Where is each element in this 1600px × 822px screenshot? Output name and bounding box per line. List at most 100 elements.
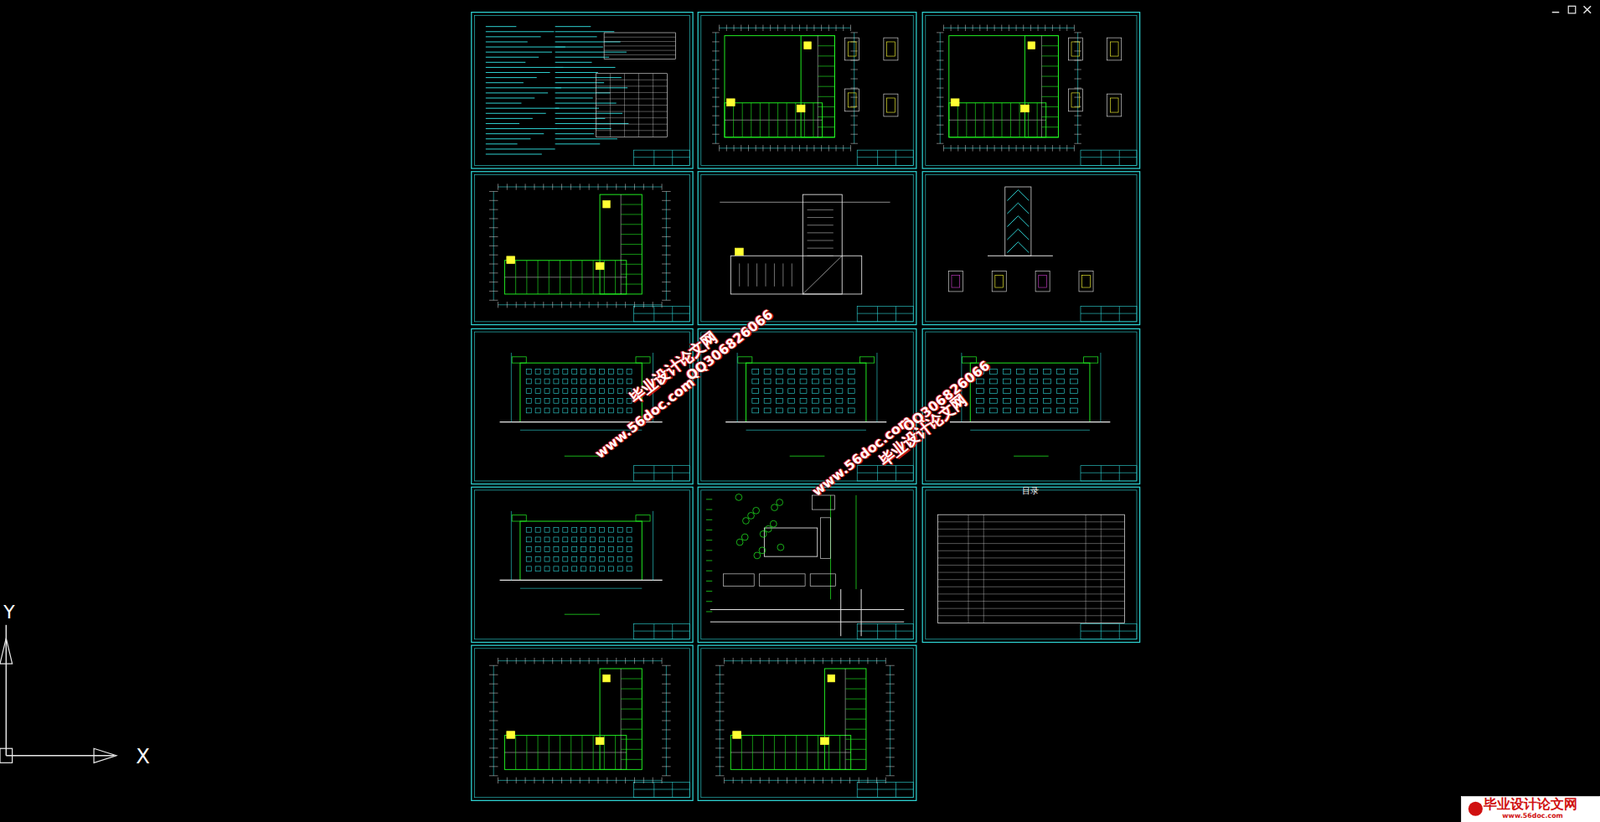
cad-line xyxy=(588,657,590,664)
cad-line xyxy=(748,25,749,31)
cad-line xyxy=(858,777,860,784)
cad-rect xyxy=(847,368,855,374)
cad-line xyxy=(661,711,671,713)
cad-line xyxy=(485,113,547,114)
cad-line xyxy=(485,128,558,130)
cad-line xyxy=(1584,5,1592,14)
cad-line xyxy=(979,25,981,31)
cad-line xyxy=(653,624,655,640)
cad-line xyxy=(885,720,894,722)
cad-rect xyxy=(990,397,998,403)
cad-rect xyxy=(887,98,896,113)
cad-line xyxy=(759,777,761,784)
cad-rect xyxy=(788,407,795,413)
cad-line xyxy=(850,97,857,99)
cad-line xyxy=(1044,25,1046,31)
cad-line xyxy=(570,657,572,664)
cad-line xyxy=(807,216,834,218)
cad-line xyxy=(485,138,532,140)
cad-line xyxy=(750,777,752,784)
cad-rect xyxy=(595,737,604,745)
cad-rect xyxy=(1082,274,1091,288)
cad-rect xyxy=(598,368,604,374)
cad-line xyxy=(1073,97,1081,99)
cad-line xyxy=(936,87,944,89)
cad-line xyxy=(489,299,499,301)
cad-line xyxy=(715,701,724,703)
cad-rect xyxy=(847,407,855,413)
cad-line xyxy=(485,87,562,88)
drawing-sheet xyxy=(922,12,1140,169)
cad-line xyxy=(802,255,842,295)
cad-line xyxy=(614,260,616,295)
cad-rect xyxy=(811,378,819,384)
cad-line xyxy=(769,777,770,784)
cad-rect xyxy=(595,73,667,138)
cad-rect xyxy=(962,356,977,363)
cad-rect xyxy=(603,674,611,682)
cad-rect xyxy=(572,368,578,374)
cad-line xyxy=(485,97,535,99)
cad-line xyxy=(485,30,555,32)
cad-line xyxy=(671,465,673,481)
cad-rect xyxy=(883,93,899,117)
cad-rect xyxy=(1005,186,1032,256)
cad-line xyxy=(485,154,542,155)
cad-rect xyxy=(553,556,559,562)
cad-rect xyxy=(526,407,532,413)
cad-rect xyxy=(526,566,532,572)
cad-line xyxy=(769,25,771,31)
cad-rect xyxy=(553,388,559,394)
cad-line xyxy=(634,301,635,308)
cad-rect xyxy=(535,397,541,403)
cad-rect xyxy=(726,98,735,107)
cad-line xyxy=(1041,86,1059,88)
cad-rect xyxy=(925,15,1137,166)
cad-line xyxy=(836,144,837,151)
cad-line xyxy=(620,233,642,235)
cad-line xyxy=(555,103,617,104)
cad-line xyxy=(661,657,663,664)
cad-line xyxy=(555,36,598,37)
cad-rect xyxy=(1068,88,1083,112)
cad-rect xyxy=(812,495,836,510)
cad-line xyxy=(555,87,628,88)
cad-rect xyxy=(820,737,830,745)
cad-line xyxy=(715,674,724,676)
cad-line xyxy=(706,570,713,572)
cad-line xyxy=(850,78,857,80)
cad-line xyxy=(983,514,985,623)
cad-line xyxy=(850,144,852,151)
cad-rect xyxy=(572,397,578,403)
cad-line xyxy=(661,747,671,749)
cad-line xyxy=(885,728,894,730)
cad-rect xyxy=(471,171,693,326)
cad-rect xyxy=(535,556,541,562)
cad-rect xyxy=(598,407,604,413)
cad-line xyxy=(740,144,742,151)
cad-rect xyxy=(581,388,587,394)
cad-line xyxy=(1080,472,1137,474)
cad-rect xyxy=(553,526,559,532)
cad-rect xyxy=(730,735,851,770)
cad-line xyxy=(791,263,793,286)
cad-line xyxy=(895,624,897,640)
cad-line xyxy=(725,421,887,423)
cad-line xyxy=(497,183,499,190)
drawing-sheet xyxy=(922,171,1140,326)
cad-line xyxy=(885,657,887,664)
cad-line xyxy=(615,183,617,190)
cad-line xyxy=(5,624,7,756)
cad-line xyxy=(1037,144,1039,151)
cad-line xyxy=(936,106,944,108)
cad-line xyxy=(950,144,952,151)
cad-line xyxy=(1584,5,1592,14)
cad-line xyxy=(895,781,897,797)
cad-line xyxy=(845,738,867,740)
cad-line xyxy=(839,735,841,770)
cad-line xyxy=(489,665,499,666)
cad-line xyxy=(1080,630,1137,632)
cad-rect xyxy=(526,378,532,384)
cad-line xyxy=(564,455,600,457)
cad-line xyxy=(723,777,725,784)
